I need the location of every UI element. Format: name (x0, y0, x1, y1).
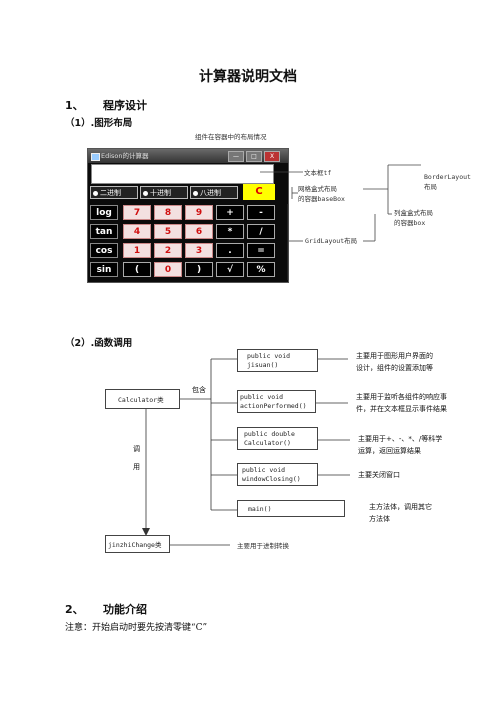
method-actionperformed-desc: 主要用于监听各组件的响应事 件，并在文本框显示事件结果 (356, 391, 447, 415)
startup-note: 注意：开始启动时要先按清零键“C” (65, 623, 208, 633)
method-signature: windowClosing() (242, 475, 301, 483)
section-1-heading: 程序设计 (103, 99, 147, 112)
radio-dot-icon (93, 190, 98, 196)
key-divide[interactable]: / (247, 224, 275, 239)
radio-label: 十进制 (150, 189, 171, 197)
desc-line: 主方法体，调用其它 (369, 503, 432, 511)
radio-dot-icon (143, 190, 148, 196)
key-4[interactable]: 4 (123, 224, 151, 239)
key-2[interactable]: 2 (154, 243, 182, 258)
method-windowclosing-box: public void windowClosing() (237, 463, 318, 486)
key-8[interactable]: 8 (154, 205, 182, 220)
layout-caption: 组件在容器中的布局情况 (195, 133, 267, 141)
method-signature: main() (248, 505, 272, 513)
key-5[interactable]: 5 (154, 224, 182, 239)
key-equals[interactable]: = (247, 243, 275, 258)
method-jisuan-box: public void jisuan() (237, 349, 318, 372)
window-titlebar: Edison的计算器 — □ X (88, 149, 288, 163)
call-label-2: 用 (133, 463, 140, 471)
desc-line: 主要用于+、-、*、/等科学 (358, 435, 443, 443)
radio-dot-icon (193, 190, 198, 196)
annotation-borderlayout-2: 布局 (424, 183, 437, 191)
desc-line: 设计，组件的设置添加等 (356, 364, 433, 372)
radio-label: 八进制 (200, 189, 221, 197)
key-percent[interactable]: % (247, 262, 275, 277)
key-plus[interactable]: + (216, 205, 244, 220)
desc-line: 主要关闭窗口 (358, 471, 400, 479)
annotation-basebox-1: 网格盒式布局 (298, 185, 337, 193)
text-field-tf[interactable] (91, 164, 274, 184)
radio-octal[interactable]: 八进制 (190, 186, 238, 199)
desc-line: 主要用于图形用户界面的 (356, 352, 433, 360)
clear-button[interactable]: C (243, 184, 275, 200)
subsection-calls-heading: （2）.函数调用 (65, 338, 133, 349)
method-calculator-box: public double Calculator() (237, 427, 318, 450)
method-calculator-desc: 主要用于+、-、*、/等科学 运算，返回运算结果 (358, 433, 442, 457)
window-title: Edison的计算器 (101, 152, 149, 160)
key-cos[interactable]: cos (90, 243, 118, 258)
method-signature: public void (240, 393, 284, 401)
call-label-1: 调 (133, 445, 140, 453)
method-signature: actionPerformed() (240, 402, 307, 410)
method-signature: public void (242, 466, 286, 474)
app-icon (91, 153, 100, 161)
section-2-number: 2、 (65, 603, 84, 616)
radio-binary[interactable]: 二进制 (90, 186, 138, 199)
radio-decimal[interactable]: 十进制 (140, 186, 188, 199)
key-3[interactable]: 3 (185, 243, 213, 258)
desc-line: 件，并在文本框显示事件结果 (356, 405, 447, 413)
method-actionperformed-box: public void actionPerformed() (237, 390, 316, 413)
minimize-button[interactable]: — (228, 151, 244, 162)
method-signature: jisuan() (247, 361, 279, 369)
annotation-textfield: 文本框tf (304, 169, 332, 177)
maximize-button[interactable]: □ (246, 151, 262, 162)
key-7[interactable]: 7 (123, 205, 151, 220)
key-log[interactable]: log (90, 205, 118, 220)
key-dot[interactable]: . (216, 243, 244, 258)
section-1-number: 1、 (65, 99, 84, 112)
key-multiply[interactable]: * (216, 224, 244, 239)
method-main-box: main() (237, 500, 345, 517)
section-2-heading: 功能介绍 (103, 603, 147, 616)
key-sqrt[interactable]: √ (216, 262, 244, 277)
desc-line: 运算，返回运算结果 (358, 447, 421, 455)
jinzhichange-desc: 主要用于进制转换 (237, 542, 289, 550)
desc-line: 方法体 (369, 515, 390, 523)
annotation-box-2: 的容器box (394, 219, 426, 227)
method-main-desc: 主方法体，调用其它 方法体 (369, 501, 432, 525)
key-0[interactable]: 0 (154, 262, 182, 277)
method-signature: public void (247, 352, 291, 360)
key-1[interactable]: 1 (123, 243, 151, 258)
annotation-box-1: 列盒盒式布局 (394, 209, 433, 217)
annotation-basebox-2: 的容器baseBox (298, 195, 345, 203)
desc-line: 主要用于监听各组件的响应事 (356, 393, 447, 401)
key-9[interactable]: 9 (185, 205, 213, 220)
annotation-borderlayout-1: BorderLayout (424, 173, 471, 181)
calculator-screenshot: Edison的计算器 — □ X 二进制 十进制 八进制 C log 7 8 9… (87, 148, 289, 283)
method-jisuan-desc: 主要用于图形用户界面的 设计，组件的设置添加等 (356, 350, 433, 374)
jinzhichange-class-box: jinzhiChange类 (105, 535, 170, 553)
calculator-class-box: Calculator类 (105, 389, 180, 409)
method-signature: public double (244, 430, 295, 438)
document-title: 计算器说明文档 (199, 69, 297, 85)
radio-label: 二进制 (100, 189, 121, 197)
annotation-gridlayout: GridLayout布局 (305, 237, 358, 245)
key-sin[interactable]: sin (90, 262, 118, 277)
key-6[interactable]: 6 (185, 224, 213, 239)
method-signature: Calculator() (244, 439, 291, 447)
key-rparen[interactable]: ) (185, 262, 213, 277)
key-tan[interactable]: tan (90, 224, 118, 239)
key-lparen[interactable]: ( (123, 262, 151, 277)
key-minus[interactable]: - (247, 205, 275, 220)
close-button[interactable]: X (264, 151, 280, 162)
subsection-layout-heading: （1）.图形布局 (65, 118, 133, 129)
method-windowclosing-desc: 主要关闭窗口 (358, 469, 400, 481)
contains-label: 包含 (192, 386, 206, 394)
